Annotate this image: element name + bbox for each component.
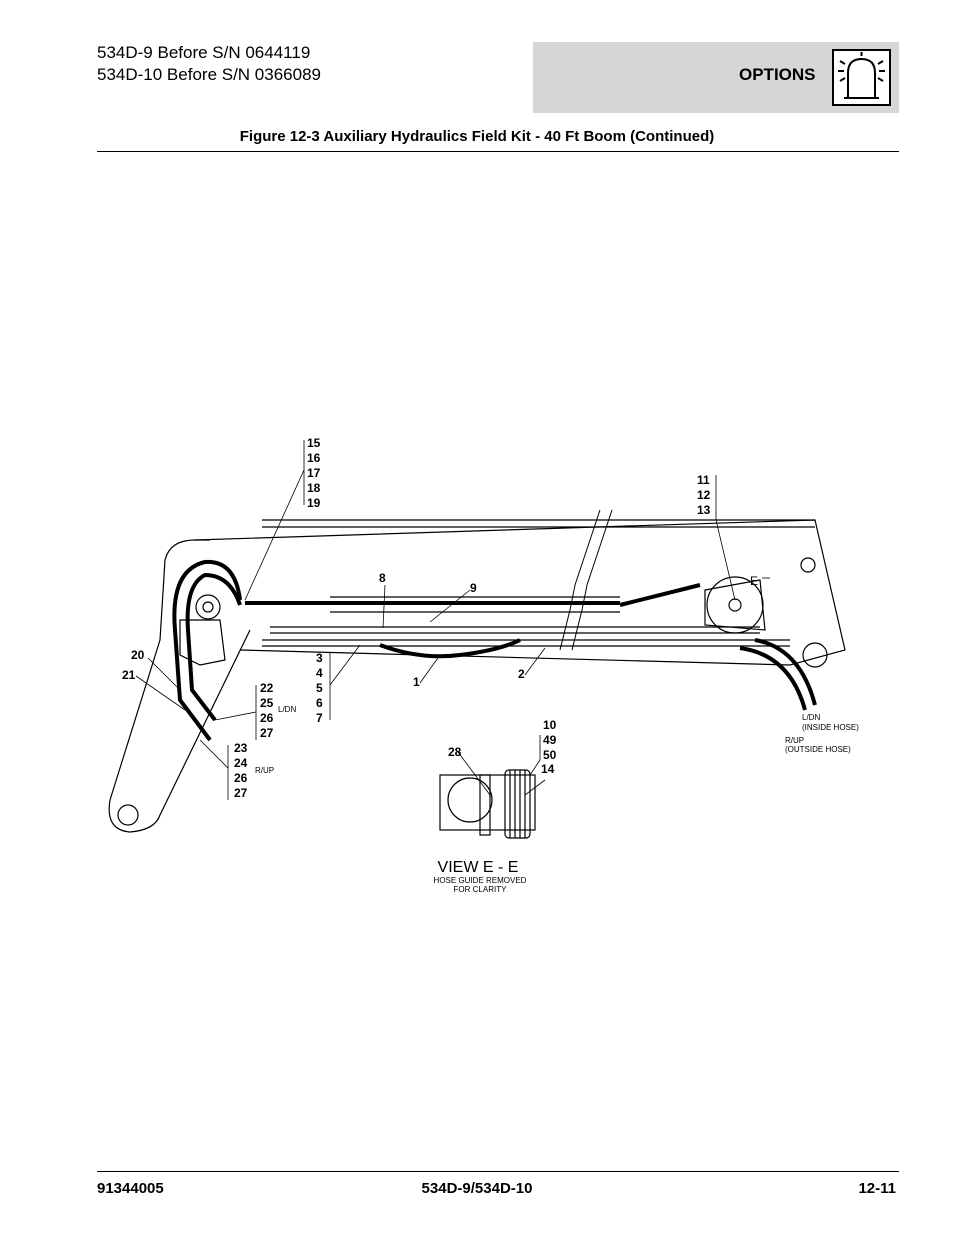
callout-19: 19 xyxy=(307,496,321,510)
footer-page-number: 12-11 xyxy=(858,1180,896,1197)
callout-13: 13 xyxy=(697,503,711,517)
model-line-2: 534D-10 Before S/N 0366089 xyxy=(97,65,321,84)
label-rup-outside: R/UP xyxy=(785,736,804,745)
callout-11: 11 xyxy=(697,473,710,487)
callout-6: 6 xyxy=(316,696,323,710)
footer-divider xyxy=(97,1171,899,1172)
model-line-1: 534D-9 Before S/N 0644119 xyxy=(97,43,311,62)
label-inside-hose: (INSIDE HOSE) xyxy=(802,723,859,732)
callout-22: 22 xyxy=(260,681,274,695)
callout-21: 21 xyxy=(122,668,136,682)
view-note-line-1: HOSE GUIDE REMOVED xyxy=(434,876,527,885)
callout-2: 2 xyxy=(518,667,525,681)
callout-7: 7 xyxy=(316,711,323,725)
callout-4: 4 xyxy=(316,666,323,680)
callout-23: 23 xyxy=(234,741,248,755)
callout-16: 16 xyxy=(307,451,321,465)
footer-part-number: 91344005 xyxy=(97,1180,164,1197)
callout-26a: 26 xyxy=(260,711,274,725)
label-outside-hose: (OUTSIDE HOSE) xyxy=(785,745,851,754)
callout-28: 28 xyxy=(448,745,462,759)
callout-5: 5 xyxy=(316,681,323,695)
header-divider xyxy=(97,151,899,152)
callout-17: 17 xyxy=(307,466,321,480)
callout-9: 9 xyxy=(470,581,477,595)
view-note-line-2: FOR CLARITY xyxy=(454,885,508,894)
callout-49: 49 xyxy=(543,733,557,747)
label-ldn: L/DN xyxy=(278,705,296,714)
callout-27a: 27 xyxy=(260,726,274,740)
callout-15: 15 xyxy=(307,436,321,450)
callout-10: 10 xyxy=(543,718,557,732)
callout-50: 50 xyxy=(543,748,557,762)
view-title: VIEW E - E xyxy=(438,859,519,876)
callout-24: 24 xyxy=(234,756,248,770)
section-header-box: OPTIONS xyxy=(533,42,899,113)
beacon-light-icon xyxy=(832,49,891,106)
callout-25: 25 xyxy=(260,696,274,710)
callout-27b: 27 xyxy=(234,786,248,800)
model-serial-info: 534D-9 Before S/N 0644119 534D-10 Before… xyxy=(97,42,321,86)
section-title: OPTIONS xyxy=(739,65,816,84)
label-ldn-inside: L/DN xyxy=(802,713,820,722)
callout-14: 14 xyxy=(541,762,555,776)
callout-3: 3 xyxy=(316,651,323,665)
figure-title: Figure 12-3 Auxiliary Hydraulics Field K… xyxy=(239,128,715,145)
callout-20: 20 xyxy=(131,648,145,662)
callout-26b: 26 xyxy=(234,771,248,785)
footer-model: 534D-9/534D-10 xyxy=(421,1180,533,1197)
callout-18: 18 xyxy=(307,481,321,495)
callout-8: 8 xyxy=(379,571,386,585)
callout-12: 12 xyxy=(697,488,711,502)
label-rup: R/UP xyxy=(255,766,274,775)
callout-1: 1 xyxy=(413,675,420,689)
section-marker-e: E xyxy=(750,574,758,588)
